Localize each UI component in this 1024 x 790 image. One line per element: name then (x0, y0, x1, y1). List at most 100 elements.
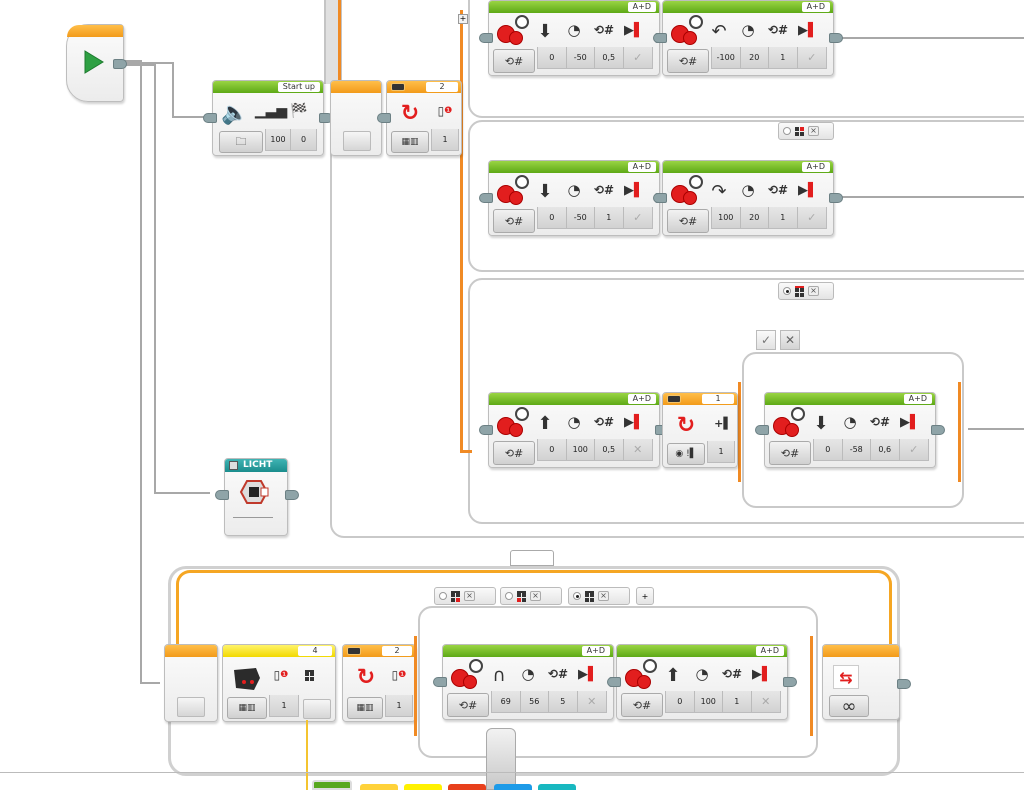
brake-value[interactable]: ✓ (807, 51, 817, 64)
play-type-value[interactable]: 0 (300, 135, 307, 144)
mode-selector[interactable]: ⟲# (493, 441, 535, 465)
parameter-values[interactable]: 1 (385, 695, 413, 717)
loop-mode-selector[interactable]: ∞ (829, 695, 869, 717)
rotations-value[interactable]: 1 (769, 47, 798, 68)
case-selector-tab[interactable]: × (568, 587, 630, 605)
case-selector-tab[interactable]: × (778, 282, 834, 300)
case-selector-tab[interactable]: × (434, 587, 496, 605)
port-label[interactable]: A+D (627, 162, 656, 172)
add-case-button[interactable]: + (458, 14, 468, 24)
start-block[interactable] (66, 24, 127, 102)
brake-value[interactable]: ✕ (587, 695, 597, 708)
brake-value[interactable]: ✓ (633, 51, 643, 64)
power-value[interactable]: 100 (567, 439, 595, 460)
port-label[interactable]: A+D (627, 2, 656, 12)
loop-grip[interactable] (510, 550, 554, 566)
palette-tab[interactable] (494, 784, 532, 790)
port-label[interactable]: A+D (801, 162, 830, 172)
case-radio[interactable] (573, 592, 581, 600)
mode-selector[interactable]: 🗀 (219, 131, 263, 153)
power-value[interactable]: 56 (521, 691, 549, 712)
color-switch-block[interactable]: 1 ↻ +▌ ◉ !▌ 1 (662, 392, 738, 468)
parameter-values[interactable]: 1 (431, 129, 459, 151)
loop-end-block[interactable]: ⇆ ∞ (822, 644, 911, 720)
sound-block[interactable]: Start up 🔈 ▁▃▅ 🏁 🗀 100 0 (203, 80, 333, 156)
rotations-value[interactable]: 0,5 (595, 47, 624, 68)
mode-selector[interactable]: ⟲# (621, 693, 663, 717)
mode-selector[interactable]: ⟲# (493, 49, 535, 73)
switch-sensor-block[interactable]: 2 ↻ ▯❶ ▦▥ 1 (342, 644, 416, 722)
steering-value[interactable]: 100 (712, 207, 741, 228)
rotations-value[interactable]: 5 (549, 691, 578, 712)
palette-tab[interactable] (360, 784, 398, 790)
rotations-value[interactable]: 1 (769, 207, 798, 228)
switch-sensor-block[interactable]: 2 ↻ ▯❶ ▦▥ 1 (377, 80, 462, 156)
mode-selector[interactable]: ⟲# (667, 49, 709, 73)
mode-selector[interactable]: ▦▥ (227, 697, 267, 719)
steering-value[interactable]: 0 (538, 439, 567, 460)
case-radio[interactable] (505, 592, 513, 600)
steering-value[interactable]: 0 (538, 207, 567, 228)
value[interactable]: 1 (396, 701, 402, 710)
brake-value[interactable]: ✓ (909, 443, 919, 456)
mode-selector[interactable]: ⟲# (667, 209, 709, 233)
rotations-value[interactable]: 1 (723, 691, 752, 712)
palette-tab[interactable] (538, 784, 576, 790)
brake-value[interactable]: ✓ (633, 211, 643, 224)
port-label[interactable]: A+D (627, 394, 656, 404)
rotations-value[interactable]: 0,6 (871, 439, 900, 460)
value[interactable]: 1 (442, 135, 448, 144)
remove-case-button[interactable]: × (530, 591, 541, 601)
parameter-values[interactable]: 100 0 (265, 129, 317, 151)
palette-tab[interactable] (404, 784, 442, 790)
brake-value[interactable]: ✕ (633, 443, 643, 456)
remove-case-button[interactable]: × (808, 286, 819, 296)
port-label[interactable]: A+D (801, 2, 830, 12)
nested-case-true-tab[interactable]: ✓ (756, 330, 776, 350)
scroll-handle[interactable] (486, 728, 516, 790)
case-radio[interactable] (439, 592, 447, 600)
power-value[interactable]: -58 (843, 439, 871, 460)
value[interactable]: 1 (718, 447, 724, 456)
mode-selector[interactable]: ⟲# (447, 693, 489, 717)
palette-tab[interactable] (448, 784, 486, 790)
mode-selector[interactable]: ◉ !▌ (667, 443, 705, 465)
steering-value[interactable]: 0 (666, 691, 695, 712)
power-value[interactable]: -50 (567, 207, 595, 228)
mode-selector[interactable]: ⟲# (769, 441, 811, 465)
palette-tab[interactable] (312, 780, 352, 790)
ir-sensor-wait-block[interactable]: 4 ▯❶ ▦▥ 1 (222, 644, 336, 722)
power-value[interactable]: 100 (695, 691, 723, 712)
power-value[interactable]: 20 (741, 207, 769, 228)
power-value[interactable]: -50 (567, 47, 595, 68)
loop-start-block[interactable] (330, 80, 382, 156)
port-label[interactable]: A+D (581, 646, 610, 656)
brake-value[interactable]: ✕ (761, 695, 771, 708)
mode-selector[interactable]: ⟲# (493, 209, 535, 233)
case-radio[interactable] (783, 127, 791, 135)
add-case-button[interactable]: + (636, 587, 654, 605)
remove-case-button[interactable]: × (464, 591, 475, 601)
parameter-values[interactable]: 1 (269, 695, 299, 717)
case-radio[interactable] (783, 287, 791, 295)
steering-value[interactable]: 0 (814, 439, 843, 460)
case-selector-tab[interactable]: × (778, 122, 834, 140)
port-label[interactable]: A+D (755, 646, 784, 656)
case-selector-tab[interactable]: × (500, 587, 562, 605)
steering-value[interactable]: 0 (538, 47, 567, 68)
power-value[interactable]: 20 (741, 47, 769, 68)
